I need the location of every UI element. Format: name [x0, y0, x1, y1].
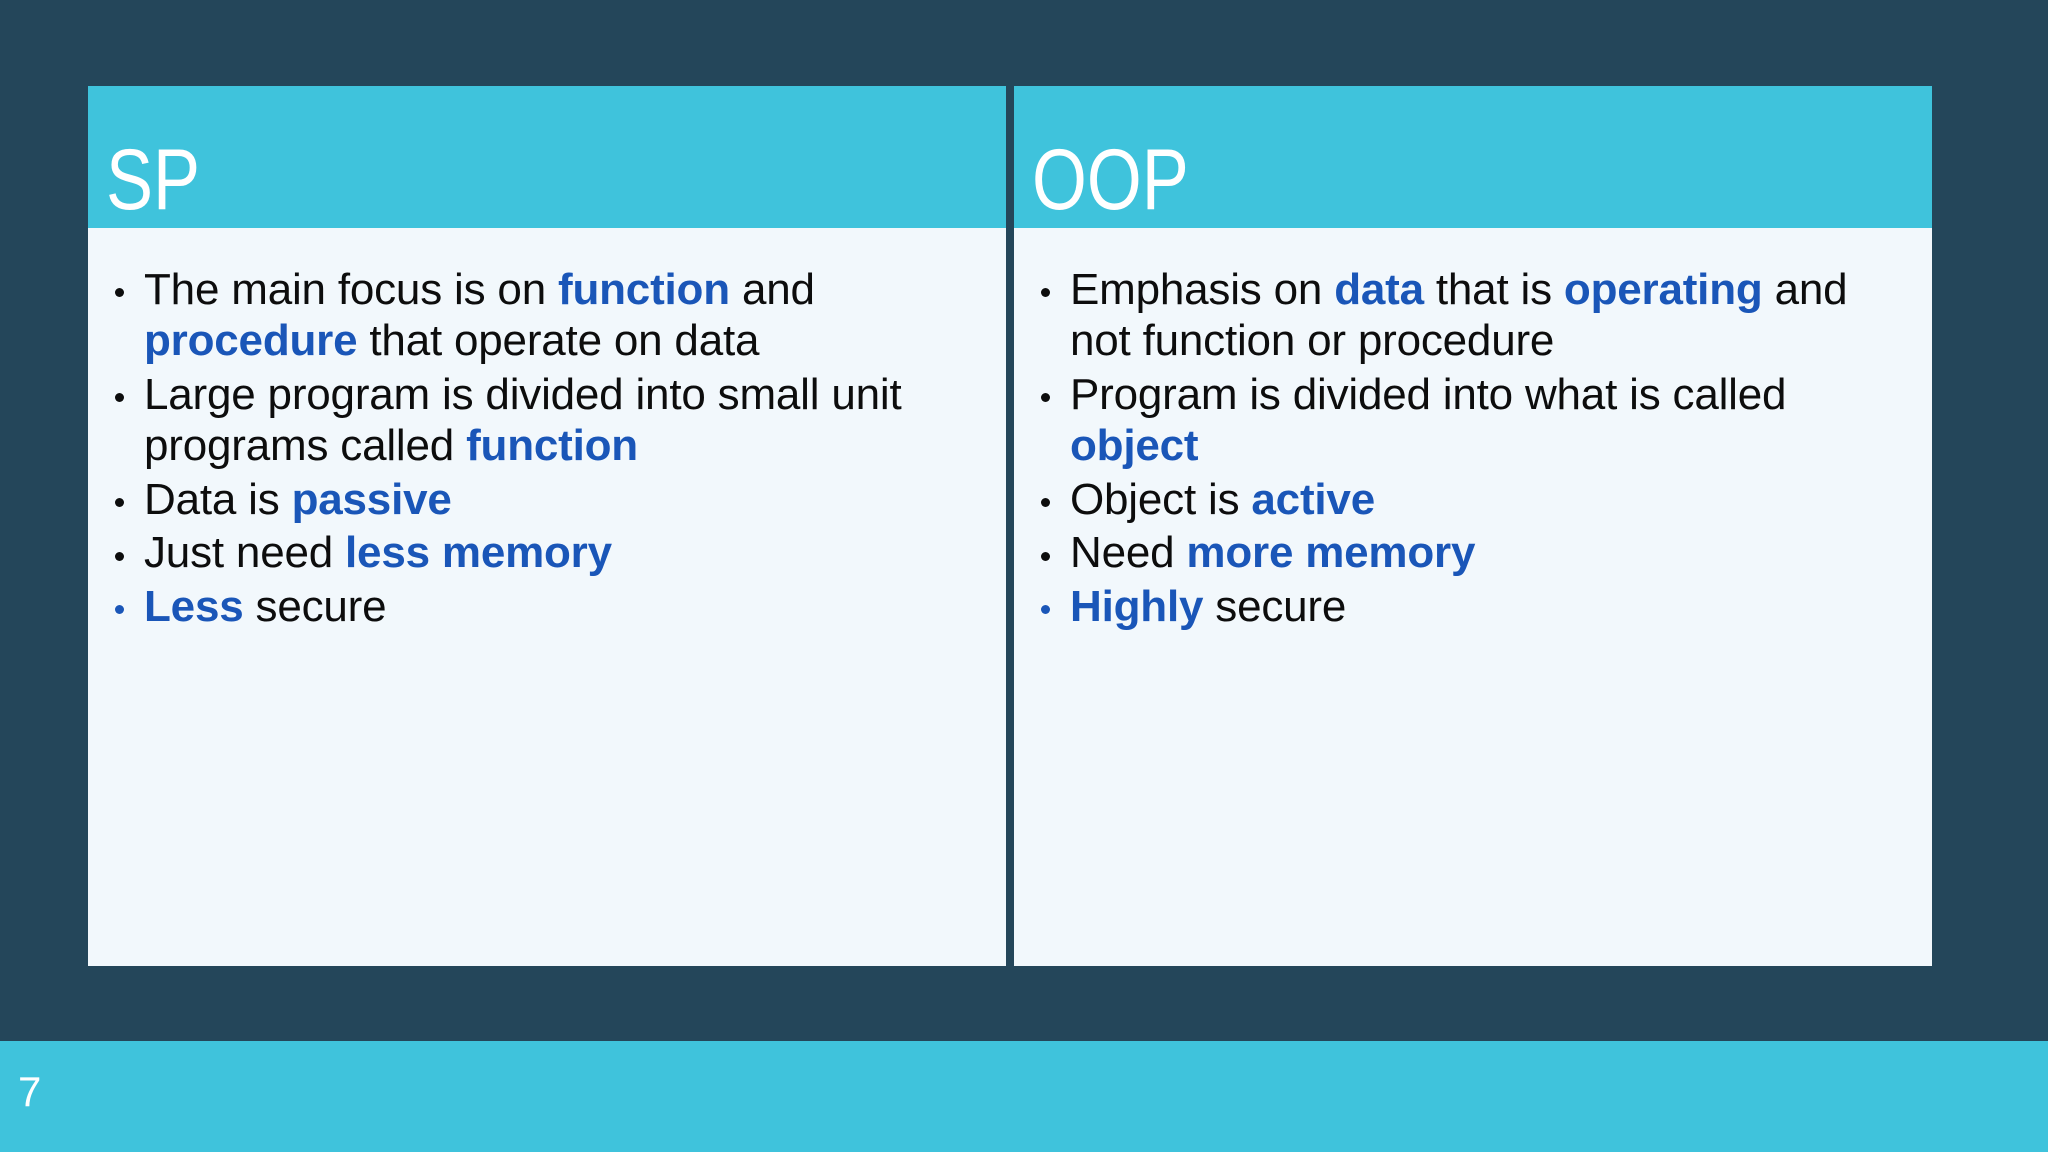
- bullet-dot-icon: [115, 498, 124, 508]
- bullet-item: Highly secure: [1028, 581, 1918, 632]
- bullet-text: Object is: [1070, 474, 1252, 524]
- bullet-item: Program is divided into what is called o…: [1028, 369, 1918, 472]
- bullet-dot-icon: [1041, 551, 1050, 561]
- bullet-dot-icon: [1041, 393, 1050, 403]
- column-header-sp: SP: [88, 86, 1006, 228]
- column-body-oop: Emphasis on data that is operating and n…: [1014, 228, 1932, 966]
- bullet-dot-icon: [1041, 498, 1050, 508]
- column-header-oop: OOP: [1014, 86, 1932, 228]
- column-divider: [1006, 86, 1014, 966]
- bullet-highlight-text: less memory: [345, 528, 612, 578]
- bullet-highlight-text: passive: [291, 474, 452, 524]
- table-column-sp: SP The main focus is on function and pro…: [88, 86, 1006, 966]
- comparison-table: SP The main focus is on function and pro…: [88, 86, 1932, 966]
- bullet-highlight-text: procedure: [144, 316, 358, 366]
- bullet-highlight-text: function: [558, 265, 730, 314]
- bullet-item: Data is passive: [102, 474, 992, 525]
- bullet-dot-icon: [1041, 288, 1050, 298]
- bullet-text: Large program is divided into small unit…: [144, 369, 902, 471]
- bullet-highlight-text: Highly: [1070, 581, 1204, 631]
- table-column-oop: OOP Emphasis on data that is operating a…: [1014, 86, 1932, 966]
- bullet-text: that operate on data: [357, 316, 760, 366]
- column-header-oop-title: OOP: [1032, 132, 1189, 229]
- bullet-text: Data is: [144, 474, 292, 524]
- bullet-text: Emphasis on: [1070, 265, 1335, 314]
- column-body-sp: The main focus is on function and proced…: [88, 228, 1006, 966]
- bullet-dot-icon: [115, 393, 124, 403]
- bullet-text: Just need: [144, 528, 346, 578]
- bullet-item: Object is active: [1028, 474, 1918, 525]
- bullet-text: and: [729, 265, 815, 314]
- bullet-highlight-text: object: [1070, 421, 1199, 471]
- bullet-item: Emphasis on data that is operating and n…: [1028, 264, 1918, 367]
- bullet-dot-icon: [115, 605, 124, 614]
- bullet-text: Need: [1070, 528, 1187, 578]
- bullet-item: The main focus is on function and proced…: [102, 264, 992, 367]
- bullet-text: The main focus is on: [144, 265, 558, 314]
- bullet-highlight-text: active: [1251, 474, 1375, 524]
- footer-bar: 7: [0, 1041, 2048, 1152]
- bullet-highlight-text: more memory: [1186, 528, 1476, 578]
- bullet-item: Large program is divided into small unit…: [102, 369, 992, 472]
- bullet-list-oop: Emphasis on data that is operating and n…: [1028, 264, 1918, 632]
- bullet-text: secure: [1203, 581, 1347, 631]
- page-number: 7: [18, 1068, 42, 1115]
- column-header-sp-title: SP: [106, 132, 201, 229]
- bullet-dot-icon: [115, 288, 124, 298]
- bullet-highlight-text: operating: [1563, 265, 1763, 314]
- bullet-highlight-text: function: [466, 421, 638, 471]
- bullet-item: Need more memory: [1028, 527, 1918, 578]
- bullet-text: and not function or procedure: [1070, 265, 1848, 366]
- bullet-dot-icon: [1041, 605, 1050, 614]
- bullet-text: secure: [243, 581, 387, 631]
- bullet-text: that is: [1423, 265, 1564, 314]
- bullet-list-sp: The main focus is on function and proced…: [102, 264, 992, 632]
- bullet-dot-icon: [115, 551, 124, 561]
- bullet-highlight-text: Less: [144, 581, 244, 631]
- bullet-item: Less secure: [102, 581, 992, 632]
- bullet-text: Program is divided into what is called: [1070, 369, 1787, 419]
- bullet-highlight-text: data: [1334, 265, 1424, 314]
- bullet-item: Just need less memory: [102, 527, 992, 578]
